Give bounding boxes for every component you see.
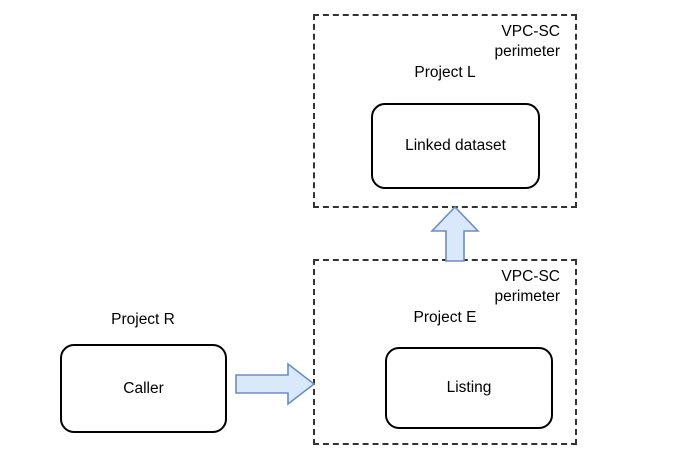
vpc-sc-perimeter-bottom-label: VPC-SC perimeter: [400, 267, 560, 307]
block-arrow-right-icon: [235, 362, 316, 406]
vpc-sc-perimeter-bottom-label-line2: perimeter: [494, 288, 560, 305]
vpc-sc-perimeter-top-label-line2: perimeter: [494, 43, 560, 60]
vpc-sc-perimeter-bottom: [313, 259, 577, 445]
block-arrow-up-icon: [430, 205, 480, 262]
node-listing[interactable]: Listing: [385, 347, 553, 429]
project-r-label: Project R: [111, 311, 175, 328]
project-l-label: Project L: [414, 64, 476, 81]
vpc-sc-perimeter-bottom-label-line1: VPC-SC: [501, 268, 560, 285]
vpc-sc-perimeter-top-label: VPC-SC perimeter: [400, 22, 560, 62]
vpc-sc-perimeter-top-label-line1: VPC-SC: [501, 23, 560, 40]
project-e-label: Project E: [413, 309, 477, 326]
vpc-sc-perimeter-top: [313, 14, 577, 208]
node-caller[interactable]: Caller: [60, 344, 227, 433]
node-linked-dataset[interactable]: Linked dataset: [371, 103, 540, 189]
